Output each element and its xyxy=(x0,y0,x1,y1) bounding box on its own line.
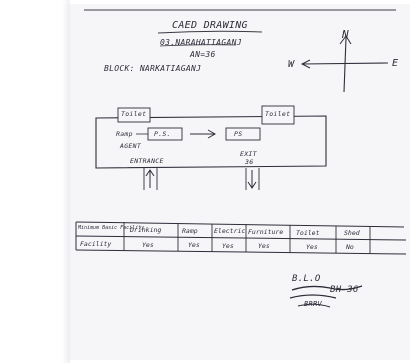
an-number: AN=36 xyxy=(190,50,216,59)
booth-subtitle: 03.NARAHATIAGANJ xyxy=(160,38,242,47)
ramp-label: Ramp xyxy=(116,130,133,138)
compass-east-label: E xyxy=(392,58,399,69)
table-mid-line xyxy=(75,235,407,241)
table-header-cell: Furniture xyxy=(248,228,284,236)
signature-line-3: BRRV xyxy=(304,300,323,308)
signature-scribble xyxy=(291,285,363,291)
ps-right-label: PS xyxy=(234,130,243,138)
table-top-line xyxy=(75,221,405,228)
signature-line-1: B.L.O xyxy=(292,274,321,284)
exit-label: EXIT xyxy=(240,150,257,158)
exit-number-label: 36 xyxy=(245,158,254,166)
toilet-left-label: Toilet xyxy=(121,110,147,118)
compass-we-line xyxy=(301,62,389,65)
toilet-box-left xyxy=(117,107,151,123)
entrance-label: ENTRANCE xyxy=(130,157,164,165)
compass-north-label: N xyxy=(342,28,349,41)
compass-ns-line xyxy=(343,37,347,93)
table-header-cell: Drinking xyxy=(130,226,162,234)
agent-label: AGENT xyxy=(120,142,142,150)
table-header-cell: Shed xyxy=(344,229,360,237)
signature-line-2: BH-36 xyxy=(330,285,359,295)
table-bottom-line xyxy=(75,249,407,255)
drawing-title: CAED DRAWING xyxy=(172,20,248,31)
table-header-cell: Electric xyxy=(214,227,246,235)
table-header-cell: Ramp xyxy=(182,227,198,235)
title-underline xyxy=(157,30,263,34)
table-value-cell: Yes xyxy=(188,241,200,249)
scan-margin xyxy=(0,0,70,363)
toilet-box-right xyxy=(261,105,295,125)
compass-west-label: W xyxy=(288,59,295,70)
ps-right-box xyxy=(225,127,261,141)
ps-left-label: P.S. xyxy=(154,130,171,138)
table-value-cell: Yes xyxy=(258,242,270,250)
table-header-cell: Toilet xyxy=(296,229,320,237)
table-value-cell: Yes xyxy=(222,242,234,250)
table-header-cell: Minimum Basic Facility xyxy=(78,225,145,231)
table-value-cell: Yes xyxy=(142,241,154,249)
table-value-cell: Facility xyxy=(80,240,112,248)
building-outline xyxy=(95,115,327,169)
block-name: BLOCK: NARKATIAGANJ xyxy=(104,64,202,73)
table-value-cell: Yes xyxy=(306,243,318,251)
toilet-right-label: Toilet xyxy=(265,110,291,118)
table-value-cell: No xyxy=(346,243,354,251)
